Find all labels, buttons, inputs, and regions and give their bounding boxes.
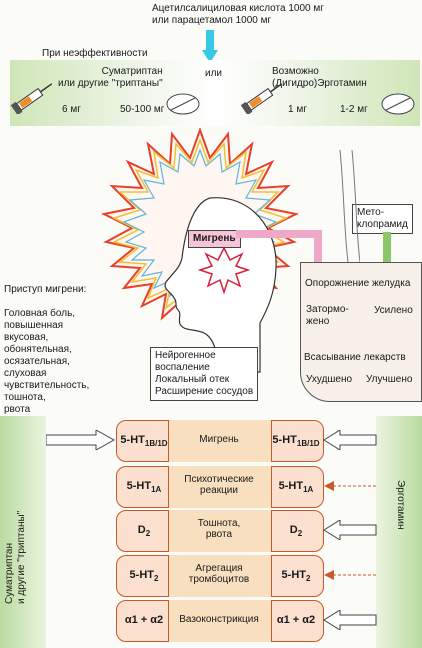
receptor-left-label: 5-HT1A bbox=[126, 480, 162, 495]
receptor-left-label: 5-HT1B/1D bbox=[120, 434, 168, 449]
head-aura-illustration bbox=[100, 128, 300, 373]
effect-label: Мигрень bbox=[199, 434, 239, 445]
esophagus-lines bbox=[339, 150, 360, 263]
dose-inject-left: 6 мг bbox=[62, 104, 81, 115]
receptor-right-label: D2 bbox=[289, 524, 303, 539]
attack-title: Приступ мигрени: bbox=[4, 284, 87, 295]
receptor-right-label: α1 + α2 bbox=[276, 614, 316, 626]
neurogenic-box: Нейрогенное воспаление Локальный отек Ра… bbox=[150, 347, 259, 401]
ergotamine-arrow bbox=[323, 520, 377, 540]
ergotamine-arrow bbox=[324, 570, 376, 580]
effect-cell bbox=[168, 466, 272, 508]
syringe-icon bbox=[240, 83, 283, 114]
gastric-emptying-text: Опорожнение желудка bbox=[305, 278, 411, 289]
dose-tablet-right: 1-2 мг bbox=[340, 104, 368, 115]
if-ineffective-text: При неэффективности bbox=[42, 48, 148, 59]
receptor-left-label: 5-HT2 bbox=[129, 569, 159, 584]
tablet-icon bbox=[166, 93, 200, 115]
dose-tablet-left: 50-100 мг bbox=[120, 104, 165, 115]
triptans-side-band bbox=[0, 416, 46, 648]
absorption-text: Всасывание лекарств bbox=[304, 352, 406, 363]
receptor-right-label: 5-HT2 bbox=[281, 569, 311, 584]
receptor-right-label: 5-HT1B/1D bbox=[272, 434, 320, 449]
worse-text: Ухудшено bbox=[306, 374, 353, 385]
triptan-arrow bbox=[46, 430, 116, 450]
migraine-box: Мигрень bbox=[188, 230, 241, 248]
receptor-right-label: 5-HT1A bbox=[278, 480, 314, 495]
syringe-icon bbox=[10, 83, 53, 114]
dose-inject-right: 1 мг bbox=[288, 104, 307, 115]
cyan-down-arrow bbox=[202, 30, 218, 63]
triptans-text: Суматриптан или другие "триптаны" bbox=[58, 66, 163, 89]
ergotamine-arrow bbox=[324, 481, 376, 491]
first-line-drug-text: Ацетилсалициловая кислота 1000 мг или па… bbox=[152, 3, 324, 26]
triptans-vertical-label: Суматриптан и другие "триптаны" bbox=[4, 510, 27, 604]
drug-choice-band bbox=[10, 60, 420, 126]
effect-label: Агрегация тромбоцитов bbox=[188, 563, 250, 585]
or-text: или bbox=[205, 68, 223, 79]
receptor-left-label: D2 bbox=[137, 524, 151, 539]
symptoms-text: Головная боль, повышенная вкусовая, обон… bbox=[4, 308, 90, 415]
ergotamine-vertical-label: Эрготамин bbox=[395, 480, 406, 530]
receptor-left-label: α1 + α2 bbox=[124, 614, 164, 626]
effect-label: Психотические реакции bbox=[184, 474, 254, 496]
effect-cell bbox=[168, 510, 272, 552]
effect-cell bbox=[168, 600, 272, 642]
ergotamine-side-band bbox=[376, 416, 422, 648]
effect-cell bbox=[168, 555, 272, 597]
tablet-icon bbox=[381, 93, 415, 115]
ergotamine-text: Возможно (Дигидро)Эрготамин bbox=[272, 66, 367, 89]
effect-label: Тошнота, рвота bbox=[197, 518, 241, 540]
slowed-text: Затормо- жено bbox=[306, 304, 349, 327]
effect-label: Вазоконстрикция bbox=[179, 614, 259, 625]
metoclopramide-box: Мето- клопрамид bbox=[352, 204, 413, 234]
effect-cell bbox=[168, 420, 272, 462]
ergotamine-arrow bbox=[323, 610, 377, 630]
ergotamine-arrow bbox=[323, 430, 377, 450]
better-text: Улучшено bbox=[366, 374, 413, 385]
enhanced-text: Усилено bbox=[374, 305, 413, 316]
stomach-panel bbox=[300, 262, 422, 402]
